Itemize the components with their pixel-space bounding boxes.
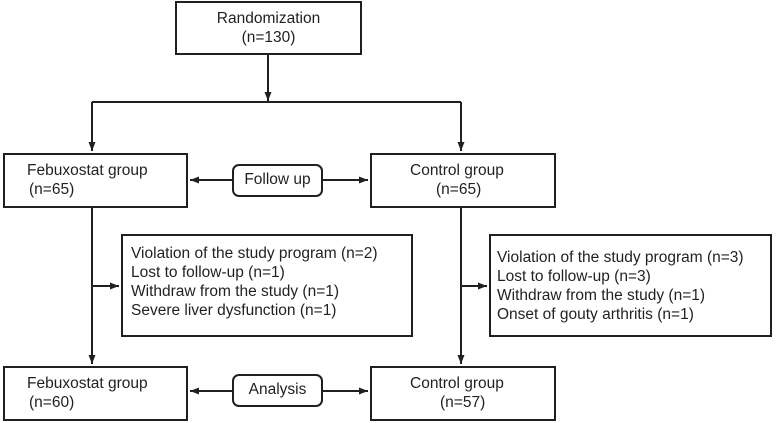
- febuxostat-exclusion-box: Violation of the study program (n=2) Los…: [121, 234, 413, 337]
- febuxostat-followup-count: (n=65): [29, 181, 75, 198]
- control-exclusion-item: Onset of gouty arthritis (n=1): [497, 306, 694, 323]
- febuxostat-exclusion-item: Violation of the study program (n=2): [131, 245, 378, 262]
- control-followup-box: Control group (n=65): [370, 153, 556, 208]
- febuxostat-followup-title: Febuxostat group: [27, 162, 148, 179]
- control-exclusion-item: Withdraw from the study (n=1): [497, 287, 706, 304]
- control-exclusion-item: Lost to follow-up (n=3): [497, 268, 651, 285]
- control-analysis-title: Control group: [410, 375, 504, 392]
- febuxostat-exclusion-item: Severe liver dysfunction (n=1): [131, 302, 337, 319]
- febuxostat-exclusion-item: Withdraw from the study (n=1): [131, 283, 340, 300]
- control-exclusion-box: Violation of the study program (n=3) Los…: [489, 234, 772, 337]
- febuxostat-exclusion-item: Lost to follow-up (n=1): [131, 264, 285, 281]
- control-analysis-box: Control group (n=57): [370, 366, 556, 421]
- febuxostat-analysis-count: (n=60): [29, 394, 75, 411]
- control-followup-count: (n=65): [436, 181, 482, 198]
- control-exclusion-item: Violation of the study program (n=3): [497, 249, 744, 266]
- febuxostat-analysis-box: Febuxostat group (n=60): [3, 366, 188, 421]
- control-analysis-count: (n=57): [440, 394, 486, 411]
- follow-up-label: Follow up: [232, 164, 323, 197]
- randomization-box: Randomization (n=130): [175, 1, 362, 55]
- febuxostat-analysis-title: Febuxostat group: [27, 375, 148, 392]
- randomization-count: (n=130): [241, 29, 296, 46]
- febuxostat-followup-box: Febuxostat group (n=65): [3, 153, 188, 208]
- analysis-label: Analysis: [232, 374, 323, 407]
- randomization-title: Randomization: [216, 10, 321, 27]
- control-followup-title: Control group: [410, 162, 504, 179]
